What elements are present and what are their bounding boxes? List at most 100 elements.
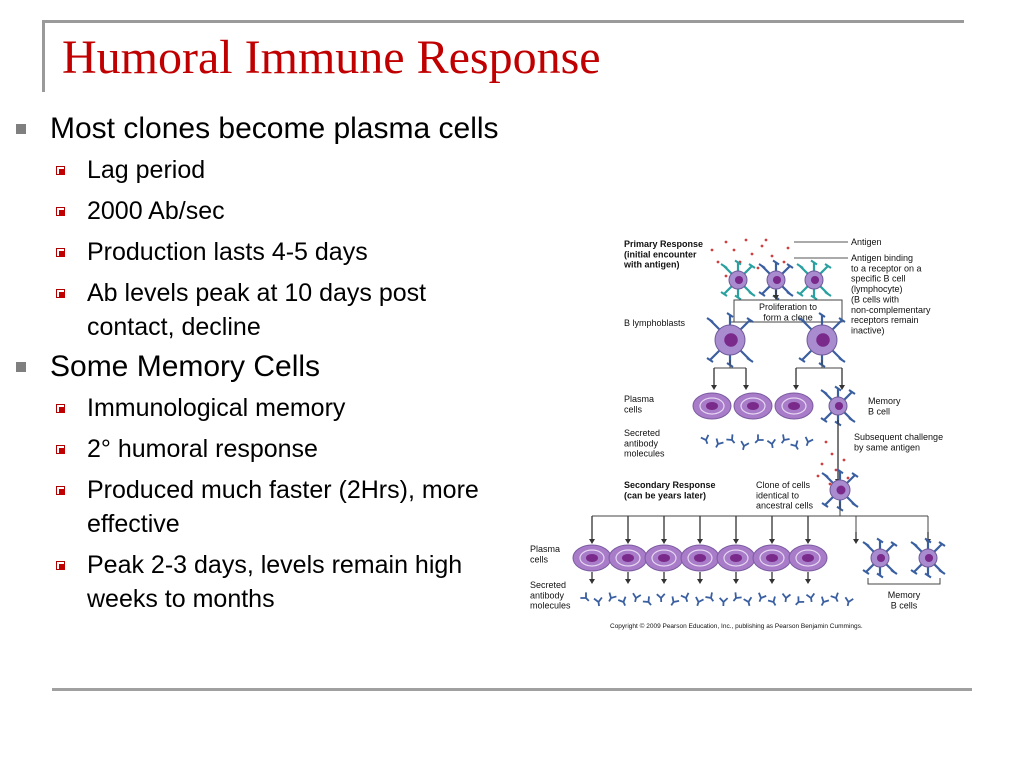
receptor-tip-icon [890, 541, 898, 547]
antigen-dot-icon [834, 468, 838, 472]
sub-bullet-text: Peak 2-3 days, levels remain high weeks … [87, 551, 463, 613]
receptor-tip-icon [890, 569, 898, 575]
antibody-shape [632, 592, 642, 603]
nucleus-icon [802, 554, 814, 562]
arrowhead-icon [805, 579, 811, 584]
bottom-divider [52, 688, 972, 691]
box-bullet-icon [56, 289, 65, 298]
nucleus-icon [658, 554, 670, 562]
antibody-shape [670, 596, 680, 606]
receptor-tip-icon [706, 317, 714, 323]
er-membrane-icon [723, 549, 749, 567]
receptor-tip-icon [820, 417, 828, 423]
memory-b-cell [910, 537, 946, 579]
sub-bullet-item: Produced much faster (2Hrs), more effect… [50, 473, 514, 541]
antibody-icon [705, 592, 715, 602]
arrowhead-icon [625, 539, 631, 544]
er-membrane-icon [651, 549, 677, 567]
antibody-shape [766, 438, 776, 449]
sub-bullet-text: Immunological memory [87, 394, 346, 422]
antibody-icon [805, 592, 816, 603]
arrowhead-icon [625, 579, 631, 584]
receptor-tip-icon [786, 263, 794, 269]
receptor-tip-icon [746, 317, 754, 323]
antibody-icon [790, 440, 799, 450]
receptor-icon [933, 543, 943, 553]
nucleus-icon [924, 553, 934, 563]
antibody-shape [608, 592, 617, 602]
er-membrane-icon [781, 397, 807, 415]
antibody-icon [767, 596, 777, 606]
receptor-tip-icon [862, 541, 870, 547]
arrowhead-icon [743, 385, 749, 390]
antigen-dot-icon [710, 248, 714, 252]
er-membrane-icon [579, 549, 605, 567]
nucleus-icon [788, 402, 800, 410]
antibody-icon [844, 596, 854, 607]
plasma-cell [788, 544, 828, 572]
antibody-shape [695, 596, 704, 607]
arrowhead-icon [711, 385, 717, 390]
antibody-shape [726, 434, 736, 444]
receptor-tip-icon [758, 263, 766, 269]
nucleus-icon [694, 554, 706, 562]
antigen-dot-icon [716, 260, 720, 264]
receptor-icon [709, 349, 721, 361]
receptor-icon [824, 496, 834, 506]
nucleus-icon [747, 402, 759, 410]
box-bullet-icon [56, 486, 65, 495]
antibody-shape [844, 596, 854, 607]
nucleus-icon [730, 554, 742, 562]
antibody-icon [795, 596, 805, 606]
receptor-tip-icon [910, 541, 918, 547]
sub-bullet-text: Produced much faster (2Hrs), more effect… [87, 476, 479, 538]
branch-line [714, 360, 746, 369]
antibody-icon [718, 597, 729, 607]
antigen-dot-icon [824, 440, 828, 444]
antibody-icon [740, 440, 750, 451]
receptor-tip-icon [821, 472, 829, 478]
receptor-tip-icon [734, 259, 742, 266]
sub-bullet-item: 2° humoral response [50, 432, 514, 466]
receptor-tip-icon [862, 569, 870, 575]
receptor-icon [723, 285, 733, 295]
antibody-icon [632, 592, 642, 603]
antibody-shape [790, 440, 799, 450]
arrowhead-icon [805, 539, 811, 544]
sub-bullet-list: Lag period 2000 Ab/sec Production lasts … [50, 153, 514, 344]
receptor-tip-icon [848, 389, 856, 395]
antigen-dot-icon [842, 458, 846, 462]
antibody-shape [754, 434, 764, 444]
receptor-tip-icon [836, 468, 844, 475]
receptor-tip-icon [838, 317, 846, 323]
plasma-cell [644, 544, 684, 572]
square-bullet-icon [16, 362, 26, 372]
nucleus-icon [724, 333, 738, 347]
receptor-tip-icon [720, 291, 728, 297]
receptor-tip-icon [796, 263, 804, 269]
secondary-response-label: Secondary Response(can be years later) [624, 480, 716, 500]
antibody-shape [680, 592, 690, 603]
antibody-icon [743, 596, 753, 607]
receptor-tip-icon [848, 417, 856, 423]
nucleus-icon [772, 275, 782, 285]
receptor-tip-icon [758, 291, 766, 297]
plasma-cell [752, 544, 792, 572]
memory-bracket [867, 578, 941, 585]
antigen-dot-icon [764, 238, 768, 242]
receptor-tip-icon [938, 541, 946, 547]
receptor-tip-icon [851, 472, 859, 478]
plasma-cell [716, 544, 756, 572]
nucleus-icon [810, 275, 820, 285]
slide-title: Humoral Immune Response [62, 31, 601, 84]
sub-bullet-text: 2000 Ab/sec [87, 197, 225, 225]
antibody-shape [580, 592, 590, 602]
plasma-cell [680, 544, 720, 572]
